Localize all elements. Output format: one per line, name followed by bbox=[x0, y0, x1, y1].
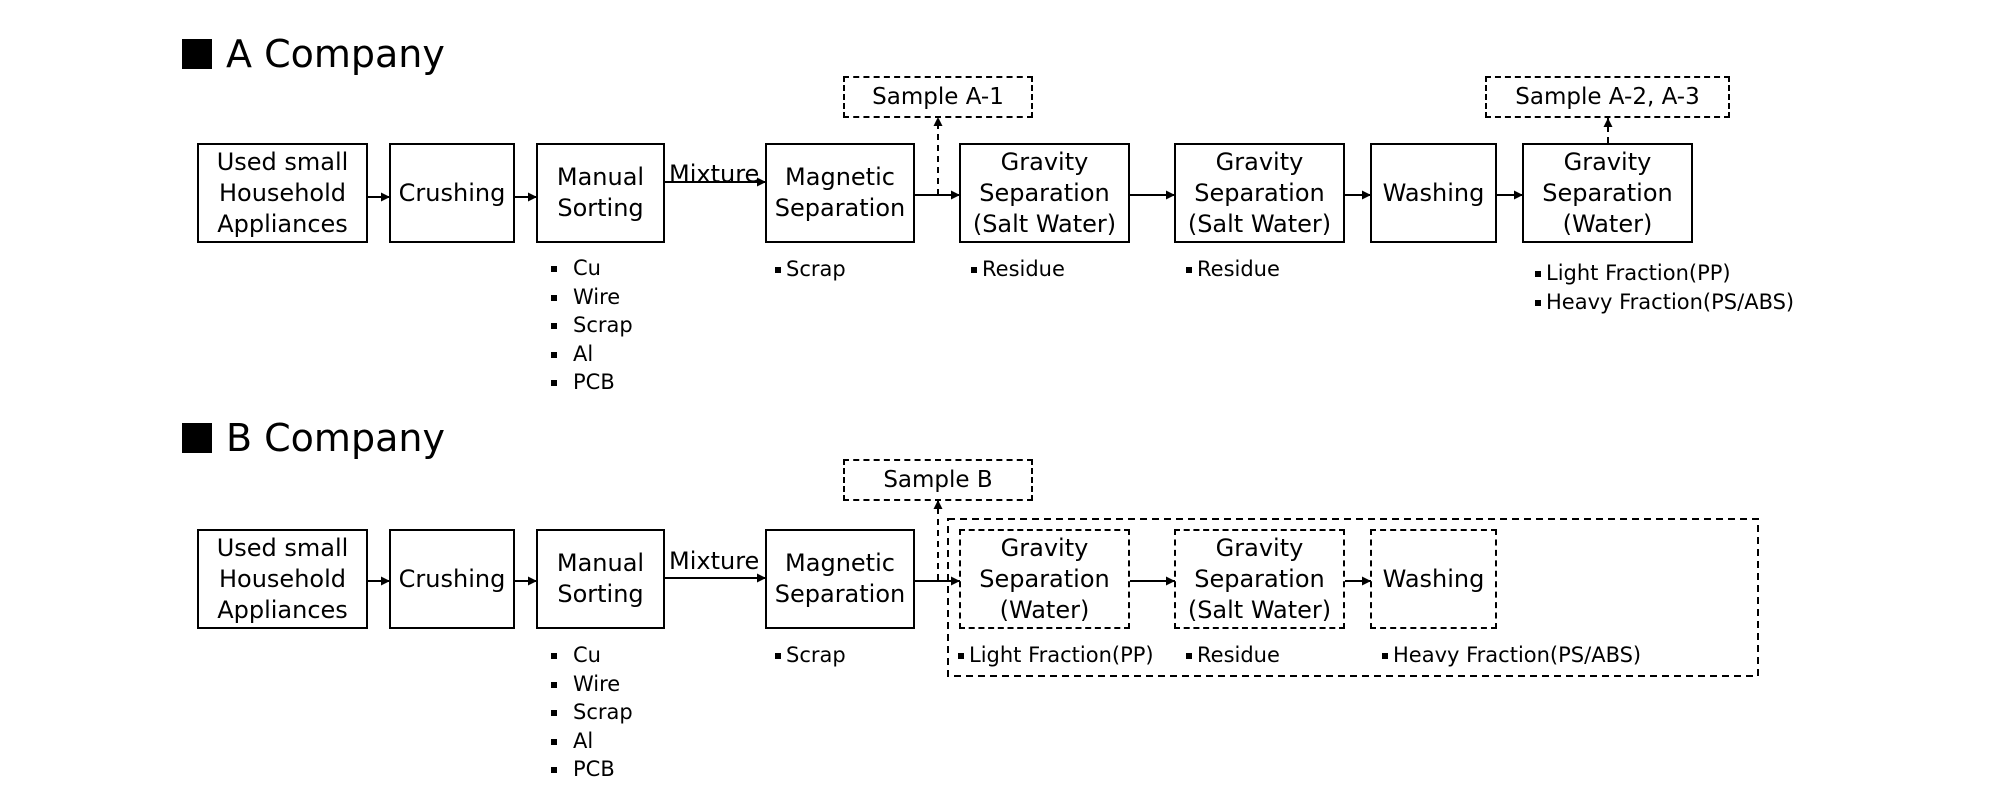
b-step-manual-sorting: Manual Sorting bbox=[536, 529, 665, 629]
list-item: Heavy Fraction(PS/ABS) bbox=[1532, 288, 1794, 317]
list-item: Light Fraction(PP) bbox=[1532, 259, 1794, 288]
b-washing-outputs: Heavy Fraction(PS/ABS) bbox=[1379, 641, 1641, 670]
a-step-washing: Washing bbox=[1370, 143, 1497, 243]
a-step-crushing: Crushing bbox=[389, 143, 515, 243]
b-step-used-appliances: Used small Household Appliances bbox=[197, 529, 368, 629]
b-manual-sorting-outputs: Cu Wire Scrap Al PCB bbox=[543, 641, 633, 784]
list-item: Wire bbox=[543, 670, 633, 699]
section-b-title: B Company bbox=[226, 416, 445, 460]
square-bullet-icon bbox=[182, 39, 212, 69]
a-step-gravity-water: Gravity Separation (Water) bbox=[1522, 143, 1693, 243]
list-item: Residue bbox=[968, 255, 1065, 284]
list-item: Residue bbox=[1183, 255, 1280, 284]
square-bullet-icon bbox=[182, 423, 212, 453]
a-manual-sorting-outputs: Cu Wire Scrap Al PCB bbox=[543, 254, 633, 397]
section-a-title: A Company bbox=[226, 32, 445, 76]
list-item: PCB bbox=[543, 755, 633, 784]
a-gravity-water-outputs: Light Fraction(PP) Heavy Fraction(PS/ABS… bbox=[1532, 259, 1794, 316]
a-mixture-label: Mixture bbox=[669, 160, 760, 188]
section-a-heading: A Company bbox=[182, 34, 445, 74]
b-magnetic-outputs: Scrap bbox=[772, 641, 846, 670]
list-item: Cu bbox=[543, 254, 633, 283]
b-step-magnetic-separation: Magnetic Separation bbox=[765, 529, 915, 629]
b-dashed-process-group bbox=[947, 518, 1759, 677]
list-item: Heavy Fraction(PS/ABS) bbox=[1379, 641, 1641, 670]
a-gravity-salt-1-outputs: Residue bbox=[968, 255, 1065, 284]
a-sample-a2-a3: Sample A-2, A-3 bbox=[1485, 76, 1730, 118]
list-item: Scrap bbox=[772, 255, 846, 284]
b-step-gravity-water: Gravity Separation (Water) bbox=[959, 529, 1130, 629]
section-b-heading: B Company bbox=[182, 418, 445, 458]
list-item: Al bbox=[543, 727, 633, 756]
b-gravity-salt-outputs: Residue bbox=[1183, 641, 1280, 670]
b-gravity-water-outputs: Light Fraction(PP) bbox=[955, 641, 1154, 670]
a-step-magnetic-separation: Magnetic Separation bbox=[765, 143, 915, 243]
list-item: Residue bbox=[1183, 641, 1280, 670]
list-item: Cu bbox=[543, 641, 633, 670]
list-item: Scrap bbox=[772, 641, 846, 670]
list-item: Light Fraction(PP) bbox=[955, 641, 1154, 670]
a-step-gravity-salt-2: Gravity Separation (Salt Water) bbox=[1174, 143, 1345, 243]
a-gravity-salt-2-outputs: Residue bbox=[1183, 255, 1280, 284]
a-step-used-appliances: Used small Household Appliances bbox=[197, 143, 368, 243]
a-magnetic-outputs: Scrap bbox=[772, 255, 846, 284]
a-sample-a1: Sample A-1 bbox=[843, 76, 1033, 118]
b-step-washing: Washing bbox=[1370, 529, 1497, 629]
list-item: PCB bbox=[543, 368, 633, 397]
a-step-gravity-salt-1: Gravity Separation (Salt Water) bbox=[959, 143, 1130, 243]
b-sample-b: Sample B bbox=[843, 459, 1033, 501]
b-mixture-label: Mixture bbox=[669, 547, 760, 575]
b-step-crushing: Crushing bbox=[389, 529, 515, 629]
b-step-gravity-salt: Gravity Separation (Salt Water) bbox=[1174, 529, 1345, 629]
a-step-manual-sorting: Manual Sorting bbox=[536, 143, 665, 243]
list-item: Scrap bbox=[543, 698, 633, 727]
list-item: Wire bbox=[543, 283, 633, 312]
list-item: Al bbox=[543, 340, 633, 369]
list-item: Scrap bbox=[543, 311, 633, 340]
